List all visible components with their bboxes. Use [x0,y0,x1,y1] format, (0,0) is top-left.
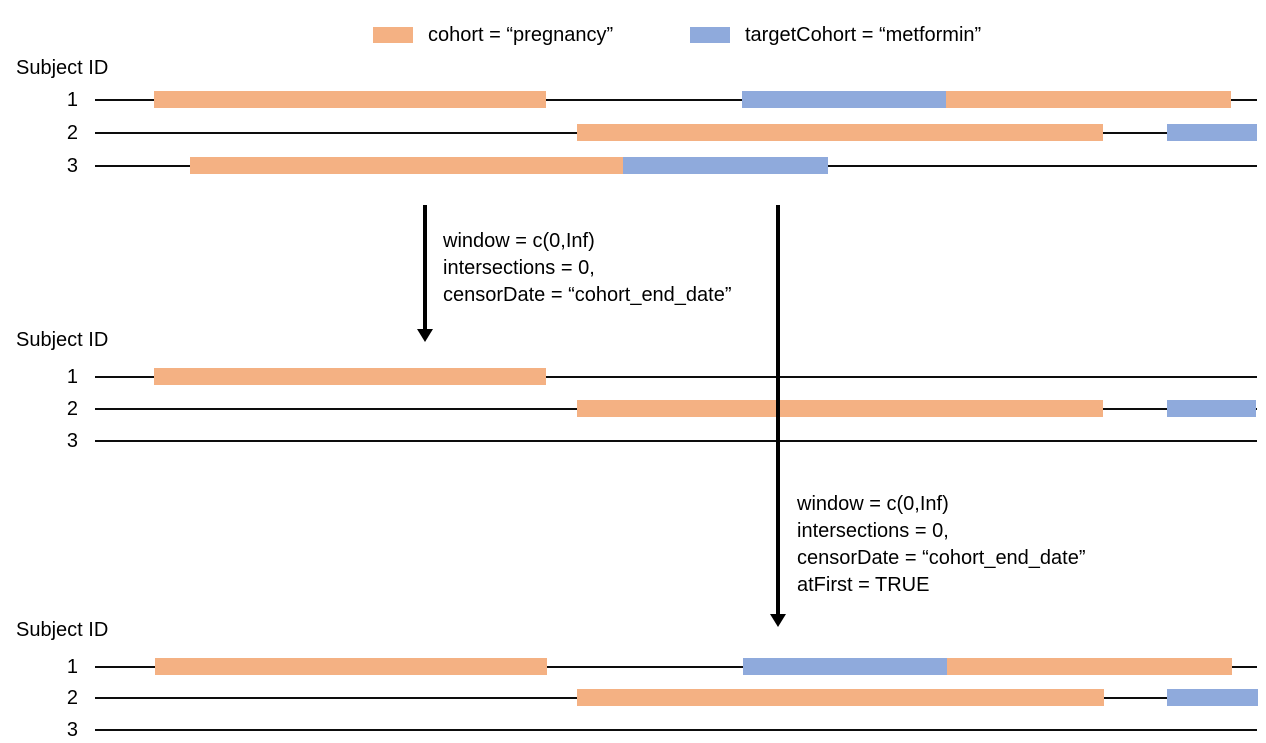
subject-timeline-line [95,376,1257,378]
arguments-annotation-1: window = c(0,Inf) intersections = 0, censo… [443,228,732,309]
pregnancy-cohort-bar [190,157,623,174]
legend-swatch-pregnancy [373,27,413,43]
metformin-cohort-bar [623,157,828,174]
subject-row-label: 3 [66,430,78,452]
legend-swatch-metformin [690,27,730,43]
down-arrow-line-1 [423,205,427,329]
down-arrow-head-icon [770,614,786,627]
subject-row-label: 2 [66,687,78,709]
metformin-cohort-bar [742,91,946,108]
subject-row-label: 2 [66,398,78,420]
annotation-line: window = c(0,Inf) [797,493,949,515]
pregnancy-cohort-bar [947,658,1232,675]
annotation-line: window = c(0,Inf) [443,230,595,252]
legend-label-metformin: targetCohort = “metformin” [745,24,982,46]
subject-row-label: 2 [66,122,78,144]
annotation-line: intersections = 0, [443,257,595,279]
pregnancy-cohort-bar [577,689,1104,706]
subject-timeline-line [95,99,1257,101]
metformin-cohort-bar [743,658,947,675]
subject-id-heading: Subject ID [16,329,109,351]
subject-timeline-line [95,729,1257,731]
pregnancy-cohort-bar [155,658,547,675]
legend-label-pregnancy: cohort = “pregnancy” [428,24,614,46]
pregnancy-cohort-bar [577,400,1103,417]
subject-row-label: 1 [66,366,78,388]
pregnancy-cohort-bar [946,91,1231,108]
annotation-line: censorDate = “cohort_end_date” [797,547,1086,569]
pregnancy-cohort-bar [154,368,546,385]
arguments-annotation-2: window = c(0,Inf) intersections = 0, censo… [797,491,1086,599]
subject-row-label: 3 [66,719,78,741]
metformin-cohort-bar [1167,124,1257,141]
pregnancy-cohort-bar [577,124,1103,141]
down-arrow-head-icon [417,329,433,342]
metformin-cohort-bar [1167,689,1258,706]
subject-timeline-line [95,666,1257,668]
annotation-line: censorDate = “cohort_end_date” [443,284,732,306]
subject-row-label: 1 [66,656,78,678]
subject-id-heading: Subject ID [16,619,109,641]
subject-row-label: 3 [66,155,78,177]
annotation-line: intersections = 0, [797,520,949,542]
metformin-cohort-bar [1167,400,1256,417]
annotation-line: atFirst = TRUE [797,574,930,596]
subject-timeline-line [95,440,1257,442]
subject-id-heading: Subject ID [16,57,109,79]
subject-row-label: 1 [66,89,78,111]
down-arrow-line-2 [776,205,780,614]
pregnancy-cohort-bar [154,91,546,108]
